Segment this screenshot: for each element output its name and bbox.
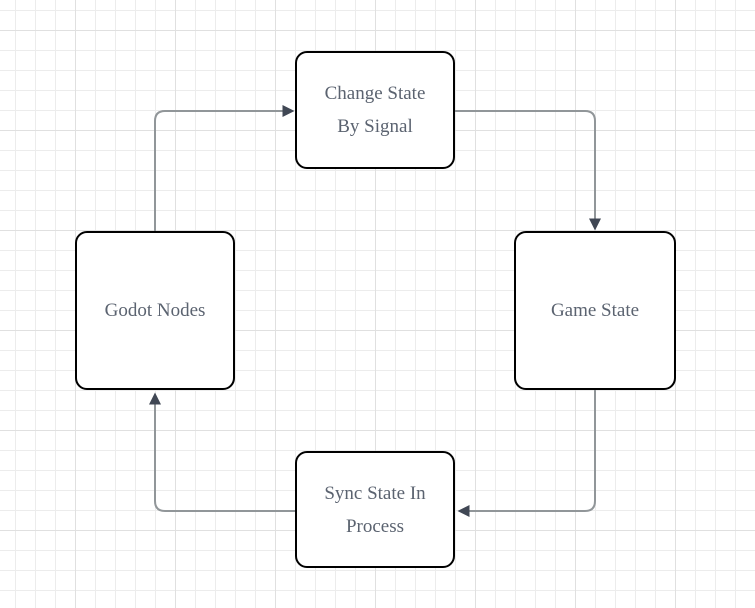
node-label-line: Godot Nodes	[104, 300, 206, 321]
node-game-state[interactable]: Game State	[514, 231, 676, 390]
node-label: Game State	[516, 294, 674, 327]
node-label-line: Game State	[550, 300, 640, 321]
node-sync-state-in-process[interactable]: Sync State In Process	[295, 451, 455, 568]
node-label-line: Change State	[324, 83, 426, 104]
node-godot-nodes[interactable]: Godot Nodes	[75, 231, 235, 390]
node-label: Sync State In Process	[297, 477, 453, 543]
node-label: Change State By Signal	[297, 77, 453, 143]
edge-change-state-to-game-state[interactable]	[455, 110, 601, 231]
node-label: Godot Nodes	[77, 294, 233, 327]
edge-game-state-to-sync-state[interactable]	[457, 390, 596, 517]
node-change-state-by-signal[interactable]: Change State By Signal	[295, 51, 455, 169]
node-label-line: Process	[345, 515, 405, 537]
node-label-line: By Signal	[337, 116, 413, 137]
edge-godot-nodes-to-change-state[interactable]	[154, 105, 295, 231]
node-label-line: Sync State In	[324, 482, 426, 504]
edge-sync-state-to-godot-nodes[interactable]	[149, 392, 295, 512]
